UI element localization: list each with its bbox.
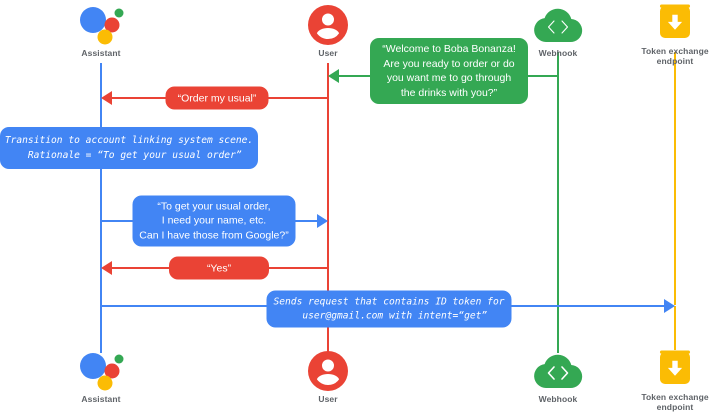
- arrow-head-welcome-prompt: [328, 69, 339, 83]
- actor-token-endpoint-bottom[interactable]: Token exchange endpoint: [615, 348, 725, 412]
- google-assistant-icon: [41, 4, 161, 46]
- bubble-line: the drinks with you?”: [400, 86, 498, 99]
- bubble-transition-note: Transition to account linking system sce…: [0, 127, 258, 169]
- google-assistant-icon: [41, 350, 161, 392]
- bubble-line: “Order my usual”: [177, 92, 257, 104]
- bubble-welcome-prompt: “Welcome to Boba Bonanza! Are you ready …: [370, 38, 528, 104]
- bubble-order-my-usual: “Order my usual”: [165, 86, 269, 110]
- arrow-head-order-my-usual: [101, 91, 112, 105]
- lifeline-assistant: [100, 63, 102, 353]
- actor-label-token-endpoint-line1: Token exchange: [641, 392, 709, 402]
- token-download-icon: [615, 348, 725, 390]
- bubble-line: “To get your usual order,: [157, 200, 271, 213]
- lifeline-user: [327, 63, 329, 353]
- lifeline-webhook: [557, 52, 559, 353]
- arrow-head-token-request: [664, 299, 675, 313]
- bubble-line: “Welcome to Boba Bonanza!: [382, 43, 516, 55]
- cloud-code-icon: [498, 350, 618, 392]
- actor-assistant-top[interactable]: Assistant: [41, 4, 161, 58]
- actor-label-webhook: Webhook: [538, 394, 578, 404]
- actor-label-user: User: [318, 48, 338, 58]
- user-avatar-icon: [268, 350, 388, 392]
- actor-label-assistant: Assistant: [81, 48, 121, 58]
- bubble-line: Are you ready to order or do: [383, 57, 515, 70]
- actor-label-webhook: Webhook: [538, 48, 578, 58]
- arrow-head-consent-prompt: [317, 214, 328, 228]
- actor-assistant-bottom[interactable]: Assistant: [41, 350, 161, 404]
- arrow-head-user-yes: [101, 261, 112, 275]
- bubble-line: Can I have those from Google?”: [139, 229, 289, 242]
- actor-label-token-endpoint-line1: Token exchange: [641, 46, 709, 56]
- actor-label-token-endpoint: Token exchange endpoint: [615, 46, 725, 66]
- bubble-token-request: Sends request that contains ID token for…: [266, 290, 512, 328]
- bubble-line: “Yes”: [206, 262, 232, 274]
- bubble-user-yes: “Yes”: [169, 256, 269, 280]
- bubble-line: Sends request that contains ID token for: [273, 296, 505, 307]
- bubble-line: user@gmail.com with intent=“get”: [290, 310, 488, 321]
- lifeline-token-endpoint-lower: [674, 306, 676, 350]
- actor-label-token-endpoint-line2: endpoint: [656, 56, 694, 66]
- actor-user-top[interactable]: User: [268, 4, 388, 58]
- cloud-code-icon: [498, 4, 618, 46]
- bubble-consent-prompt: “To get your usual order, I need your na…: [132, 195, 296, 247]
- actor-label-token-endpoint: Token exchange endpoint: [615, 392, 725, 412]
- actor-token-endpoint-top[interactable]: Token exchange endpoint: [615, 2, 725, 66]
- actor-webhook-bottom[interactable]: Webhook: [498, 350, 618, 404]
- actor-label-assistant: Assistant: [81, 394, 121, 404]
- actor-webhook-top[interactable]: Webhook: [498, 4, 618, 58]
- lifeline-token-endpoint-upper: [674, 52, 676, 305]
- bubble-line: I need your name, etc.: [161, 214, 267, 227]
- actor-label-user: User: [318, 394, 338, 404]
- bubble-line: Rationale = “To get your usual order”: [16, 150, 242, 161]
- actor-user-bottom[interactable]: User: [268, 350, 388, 404]
- token-download-icon: [615, 2, 725, 44]
- bubble-line: you want me to go through: [386, 72, 512, 84]
- bubble-line: Transition to account linking system sce…: [4, 135, 254, 146]
- actor-label-token-endpoint-line2: endpoint: [656, 402, 694, 412]
- user-avatar-icon: [268, 4, 388, 46]
